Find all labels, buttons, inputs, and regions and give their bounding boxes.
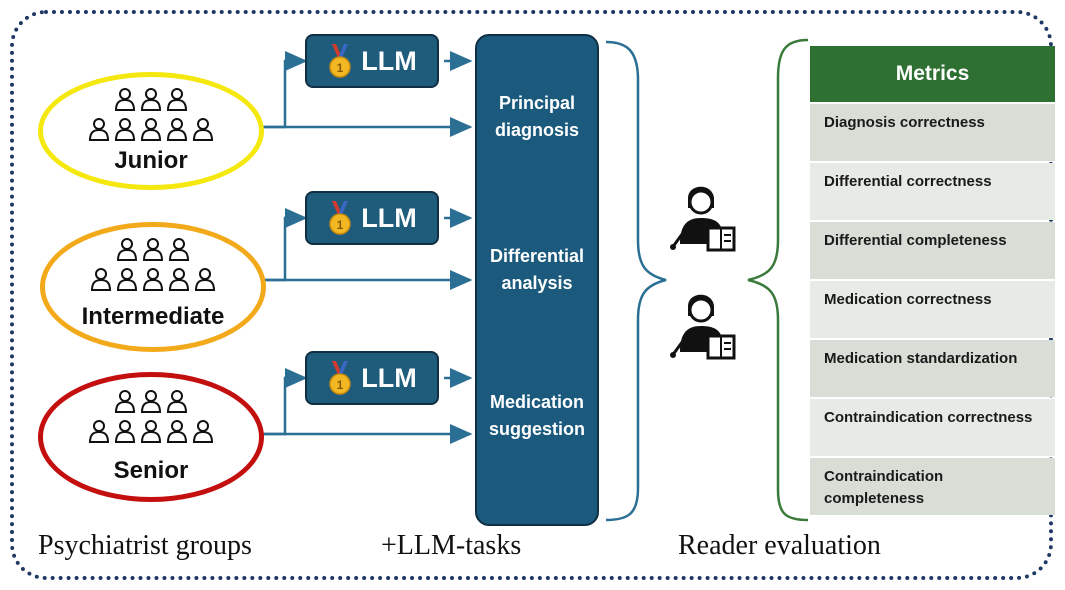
doctor-icon (114, 390, 136, 413)
group-junior: Junior (38, 72, 264, 190)
task-line: suggestion (488, 419, 585, 439)
arrow-senior-llm (262, 368, 308, 436)
arrow-intermediate-llm (265, 208, 308, 282)
llm-label: LLM (361, 45, 417, 76)
reader-with-book-icon (670, 294, 736, 360)
task-principal-diagnosis: Principal diagnosis (477, 90, 597, 144)
doctor-icon (192, 118, 214, 141)
caption-psychiatrist-groups: Psychiatrist groups (38, 530, 252, 561)
metrics-header: Metrics (810, 46, 1055, 102)
metric-row: Contraindication completeness (810, 458, 1055, 515)
caption-reader-evaluation: Reader evaluation (678, 530, 881, 561)
doctor-icon (166, 88, 188, 111)
svg-text:1: 1 (337, 378, 344, 392)
medal-icon: 1 (329, 44, 351, 78)
doctor-icon (168, 238, 190, 261)
doctor-icon (140, 118, 162, 141)
reader-with-book-icon (670, 186, 736, 252)
doctor-icon (114, 420, 136, 443)
task-line: Medication (489, 392, 584, 412)
metrics-brace (747, 38, 809, 522)
metric-row: Differential correctness (810, 163, 1055, 220)
task-differential-analysis: Differential analysis (477, 243, 597, 297)
doctor-icon (114, 88, 136, 111)
caption-llm-tasks: +LLM-tasks (381, 530, 522, 561)
doctor-icon (140, 88, 162, 111)
doctor-icon (168, 268, 190, 291)
group-label-senior: Senior (113, 457, 189, 484)
doctor-row-bottom (43, 117, 259, 141)
doctor-icon (116, 268, 138, 291)
metric-row: Medication standardization (810, 340, 1055, 397)
group-label-intermediate: Intermediate (81, 303, 225, 330)
task-line: Principal (498, 93, 576, 113)
doctor-row-top (43, 87, 259, 111)
group-senior: Senior (38, 372, 264, 502)
medal-icon: 1 (329, 201, 351, 235)
arrow-junior-llm (262, 51, 308, 129)
task-line: Differential (489, 246, 585, 266)
group-label-junior: Junior (114, 147, 188, 174)
doctor-icon (90, 268, 112, 291)
medal-icon: 1 (329, 361, 351, 395)
metric-row: Differential completeness (810, 222, 1055, 279)
llm-box-senior: 1 LLM (305, 351, 439, 405)
doctor-icon (142, 268, 164, 291)
doctor-icon (88, 420, 110, 443)
metric-row: Contraindication correctness (810, 399, 1055, 456)
metric-row: Medication correctness (810, 281, 1055, 338)
llm-box-intermediate: 1 LLM (305, 191, 439, 245)
task-line: diagnosis (494, 120, 579, 140)
doctor-icon (194, 268, 216, 291)
task-line: analysis (501, 273, 573, 293)
svg-text:1: 1 (337, 61, 344, 75)
doctor-icon (166, 420, 188, 443)
llm-label: LLM (361, 362, 417, 393)
doctor-icon (88, 118, 110, 141)
llm-box-junior: 1 LLM (305, 34, 439, 88)
tasks-brace (605, 40, 667, 522)
doctor-icon (114, 118, 136, 141)
metrics-table: Metrics Diagnosis correctness Differenti… (810, 46, 1055, 515)
metric-row: Diagnosis correctness (810, 104, 1055, 161)
doctor-icon (166, 390, 188, 413)
llm-tasks-box: Principal diagnosis Differential analysi… (475, 34, 599, 526)
doctor-icon (140, 420, 162, 443)
task-medication-suggestion: Medication suggestion (477, 389, 597, 443)
group-intermediate: Intermediate (40, 222, 266, 352)
doctor-row-bottom (45, 267, 261, 291)
svg-text:1: 1 (337, 218, 344, 232)
doctor-icon (166, 118, 188, 141)
llm-label: LLM (361, 202, 417, 233)
doctor-icon (192, 420, 214, 443)
doctor-row-top (43, 389, 259, 413)
doctor-icon (140, 390, 162, 413)
doctor-icon (116, 238, 138, 261)
doctor-row-top (45, 237, 261, 261)
doctor-row-bottom (43, 419, 259, 443)
doctor-icon (142, 238, 164, 261)
